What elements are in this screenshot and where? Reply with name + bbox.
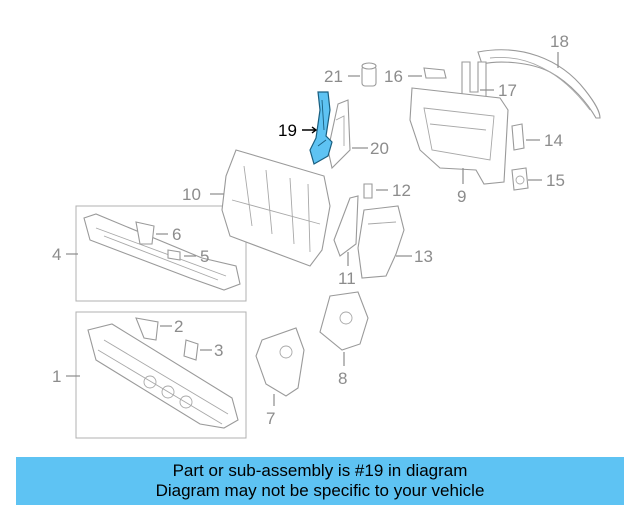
part-5-clip bbox=[167, 249, 196, 261]
callout-7: 7 bbox=[266, 409, 275, 428]
parts-diagram: 1 2 3 4 5 6 7 8 9 10 11 12 13 14 15 16 1… bbox=[52, 32, 601, 439]
callout-3: 3 bbox=[214, 341, 223, 360]
callout-6: 6 bbox=[172, 225, 181, 244]
callout-8: 8 bbox=[338, 369, 347, 388]
callout-1: 1 bbox=[52, 367, 61, 386]
callout-14: 14 bbox=[544, 131, 563, 150]
callout-21: 21 bbox=[324, 67, 343, 86]
part-16-bracket bbox=[408, 67, 447, 79]
callout-15: 15 bbox=[546, 171, 565, 190]
callout-19: 19 bbox=[278, 121, 297, 140]
banner-line-2: Diagram may not be specific to your vehi… bbox=[155, 481, 485, 500]
callout-16: 16 bbox=[384, 67, 403, 86]
part-21-cylinder bbox=[348, 62, 377, 87]
callout-11: 11 bbox=[338, 269, 356, 288]
part-7-extension bbox=[255, 327, 305, 406]
banner-line-1: Part or sub-assembly is #19 in diagram bbox=[172, 461, 468, 480]
part-13-wheelhouse bbox=[357, 205, 412, 279]
part-8-extension bbox=[319, 291, 369, 366]
part-19-highlighted-pillar bbox=[309, 91, 333, 165]
part-1-back-panel bbox=[66, 323, 239, 429]
callout-10: 10 bbox=[182, 185, 201, 204]
part-17-bracket bbox=[461, 61, 494, 99]
group-box-1 bbox=[75, 311, 247, 439]
callout-20: 20 bbox=[370, 139, 389, 158]
part-4-crossmember bbox=[66, 213, 241, 291]
callout-13: 13 bbox=[414, 247, 433, 266]
part-18-roof-bow bbox=[477, 49, 601, 119]
part-9-rear-panel bbox=[409, 87, 509, 185]
callout-17: 17 bbox=[498, 81, 517, 100]
callout-4: 4 bbox=[52, 245, 61, 264]
callout-2: 2 bbox=[174, 317, 183, 336]
part-6-bracket bbox=[135, 221, 168, 245]
callout-18: 18 bbox=[550, 32, 569, 51]
callout-9: 9 bbox=[457, 187, 466, 206]
part-11-panel bbox=[333, 195, 359, 266]
callout-19-arrow bbox=[302, 126, 318, 134]
info-banner: Part or sub-assembly is #19 in diagram D… bbox=[16, 457, 624, 505]
callout-12: 12 bbox=[392, 181, 411, 200]
part-15-grommet bbox=[511, 167, 542, 191]
part-20-panel bbox=[327, 99, 368, 170]
part-10-seat-frame bbox=[210, 149, 331, 267]
part-12-bracket bbox=[363, 183, 388, 199]
part-14-clip bbox=[511, 123, 540, 151]
part-2-bracket bbox=[135, 317, 172, 341]
callout-5: 5 bbox=[200, 247, 209, 266]
part-3-bracket bbox=[183, 339, 212, 361]
